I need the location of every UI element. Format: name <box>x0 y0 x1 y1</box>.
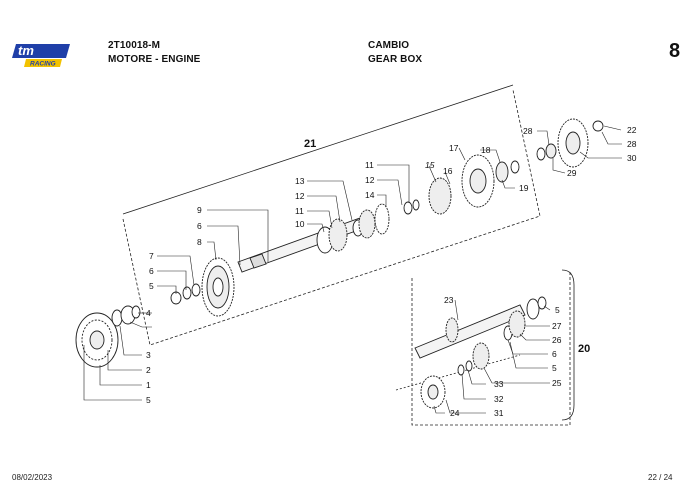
part-code: 2T10018-M <box>108 40 161 51</box>
callout-1: 1 <box>146 380 151 390</box>
gear-cluster-center <box>316 203 390 254</box>
callout-6: 6 <box>149 266 154 276</box>
callout-27: 27 <box>552 321 562 331</box>
callout-29: 29 <box>567 168 577 178</box>
footer-page-count: 22 / 24 <box>648 473 673 482</box>
callout-14: 14 <box>365 190 375 200</box>
footer-date: 08/02/2023 <box>12 473 53 482</box>
callout-5: 5 <box>552 363 557 373</box>
group-21-label: 21 <box>304 138 316 150</box>
gear-cluster-top-right <box>536 118 604 168</box>
left-spacers <box>111 283 201 327</box>
callout-6: 6 <box>552 349 557 359</box>
group-21-boundary <box>122 89 541 346</box>
callout-5: 5 <box>555 305 560 315</box>
callout-33: 33 <box>494 379 504 389</box>
callout-18: 18 <box>481 145 491 155</box>
callout-12: 12 <box>365 175 375 185</box>
callout-3: 3 <box>146 350 151 360</box>
callout-23: 23 <box>444 295 454 305</box>
callout-16: 16 <box>443 166 453 176</box>
page-number: 8 <box>669 40 681 62</box>
callout-5: 5 <box>146 395 151 405</box>
model-title: MOTORE - ENGINE <box>108 54 201 65</box>
callout-10: 10 <box>295 219 305 229</box>
tm-racing-logo: tm RACING <box>12 40 74 70</box>
section-title-it: CAMBIO <box>368 40 410 51</box>
callout-32: 32 <box>494 394 504 404</box>
callout-12: 12 <box>295 191 305 201</box>
gear-cluster-right <box>403 154 520 215</box>
callout-11: 11 <box>365 160 374 170</box>
callout-7: 7 <box>149 251 154 261</box>
callout-26: 26 <box>552 335 562 345</box>
callout-15: 15 <box>425 160 435 170</box>
callout-28: 28 <box>523 126 533 136</box>
leader-lines <box>83 125 622 414</box>
callout-11: 11 <box>295 206 304 216</box>
sprocket-part <box>75 312 119 368</box>
counter-shaft <box>414 296 547 409</box>
logo-brand: tm <box>18 43 34 58</box>
callout-2: 2 <box>146 365 151 375</box>
group-21-bracket <box>122 84 514 215</box>
section-title-en: GEAR BOX <box>368 54 423 65</box>
callout-24: 24 <box>450 408 460 418</box>
callout-13: 13 <box>295 176 305 186</box>
callout-6: 6 <box>197 221 202 231</box>
callout-5: 5 <box>149 281 154 291</box>
callout-28: 28 <box>627 139 637 149</box>
gear-8 <box>201 257 235 317</box>
callout-9: 9 <box>197 205 202 215</box>
callout-25: 25 <box>552 378 562 388</box>
callout-4: 4 <box>146 308 151 318</box>
logo-tagline: RACING <box>30 61 56 68</box>
callout-22: 22 <box>627 125 637 135</box>
group-20-bracket <box>561 269 575 421</box>
callout-30: 30 <box>627 153 637 163</box>
group-20-boundary <box>411 270 571 426</box>
group-20-label: 20 <box>578 343 590 355</box>
callout-8: 8 <box>197 237 202 247</box>
callout-19: 19 <box>519 183 529 193</box>
callout-17: 17 <box>449 143 459 153</box>
callout-31: 31 <box>494 408 504 418</box>
